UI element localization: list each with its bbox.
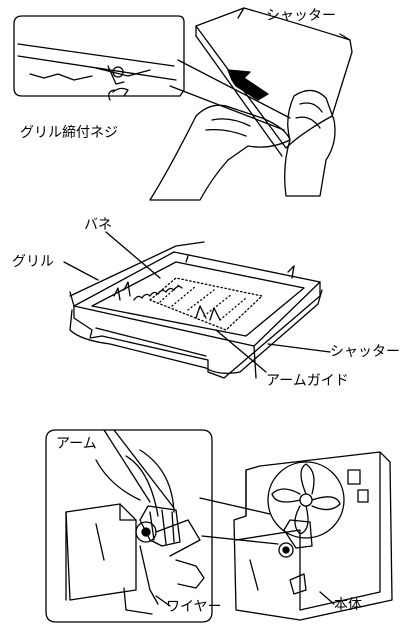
label-shutter-mid: シャッター <box>330 344 400 360</box>
leader-grille <box>63 261 99 281</box>
fan-ring <box>267 461 345 539</box>
wire-line <box>139 545 159 605</box>
screw-icon <box>112 66 124 78</box>
inset-frame-2 <box>45 429 213 623</box>
body-pulley-icon <box>278 542 294 558</box>
leader-wire <box>155 595 171 607</box>
right-hand <box>284 89 336 197</box>
leader-arm-1 <box>103 429 151 503</box>
filter-mesh <box>149 277 263 331</box>
left-hand <box>149 104 291 201</box>
arm-mechanism <box>139 505 181 547</box>
bracket-plate <box>65 503 137 601</box>
body-slot <box>347 469 361 485</box>
label-arm-guide: アームガイド <box>266 373 349 389</box>
spring <box>133 285 183 301</box>
inset-frame <box>13 15 185 97</box>
step2-illustration <box>63 231 331 379</box>
label-grille-screw: グリル締付ネジ <box>20 125 118 141</box>
label-spring: バネ <box>84 217 112 233</box>
leader-spring <box>105 231 161 279</box>
step1-illustration <box>13 7 353 201</box>
step3-illustration <box>45 429 393 623</box>
leader-arm-guide <box>215 329 267 373</box>
arm-guide <box>195 305 207 319</box>
leader-arm-2 <box>113 429 175 509</box>
rotation-arrow-icon <box>112 87 129 97</box>
label-arm: アーム <box>56 436 97 452</box>
label-shutter-top: シャッター <box>266 8 336 24</box>
shutter-panel <box>195 7 353 149</box>
label-grille: グリル <box>12 254 54 270</box>
body-housing <box>233 451 393 621</box>
label-wire: ワイヤー <box>166 599 222 615</box>
leader-body <box>319 591 335 605</box>
leader-shutter <box>267 343 331 353</box>
lift-arrow-icon <box>227 69 269 101</box>
label-body: 本体 <box>334 597 362 613</box>
